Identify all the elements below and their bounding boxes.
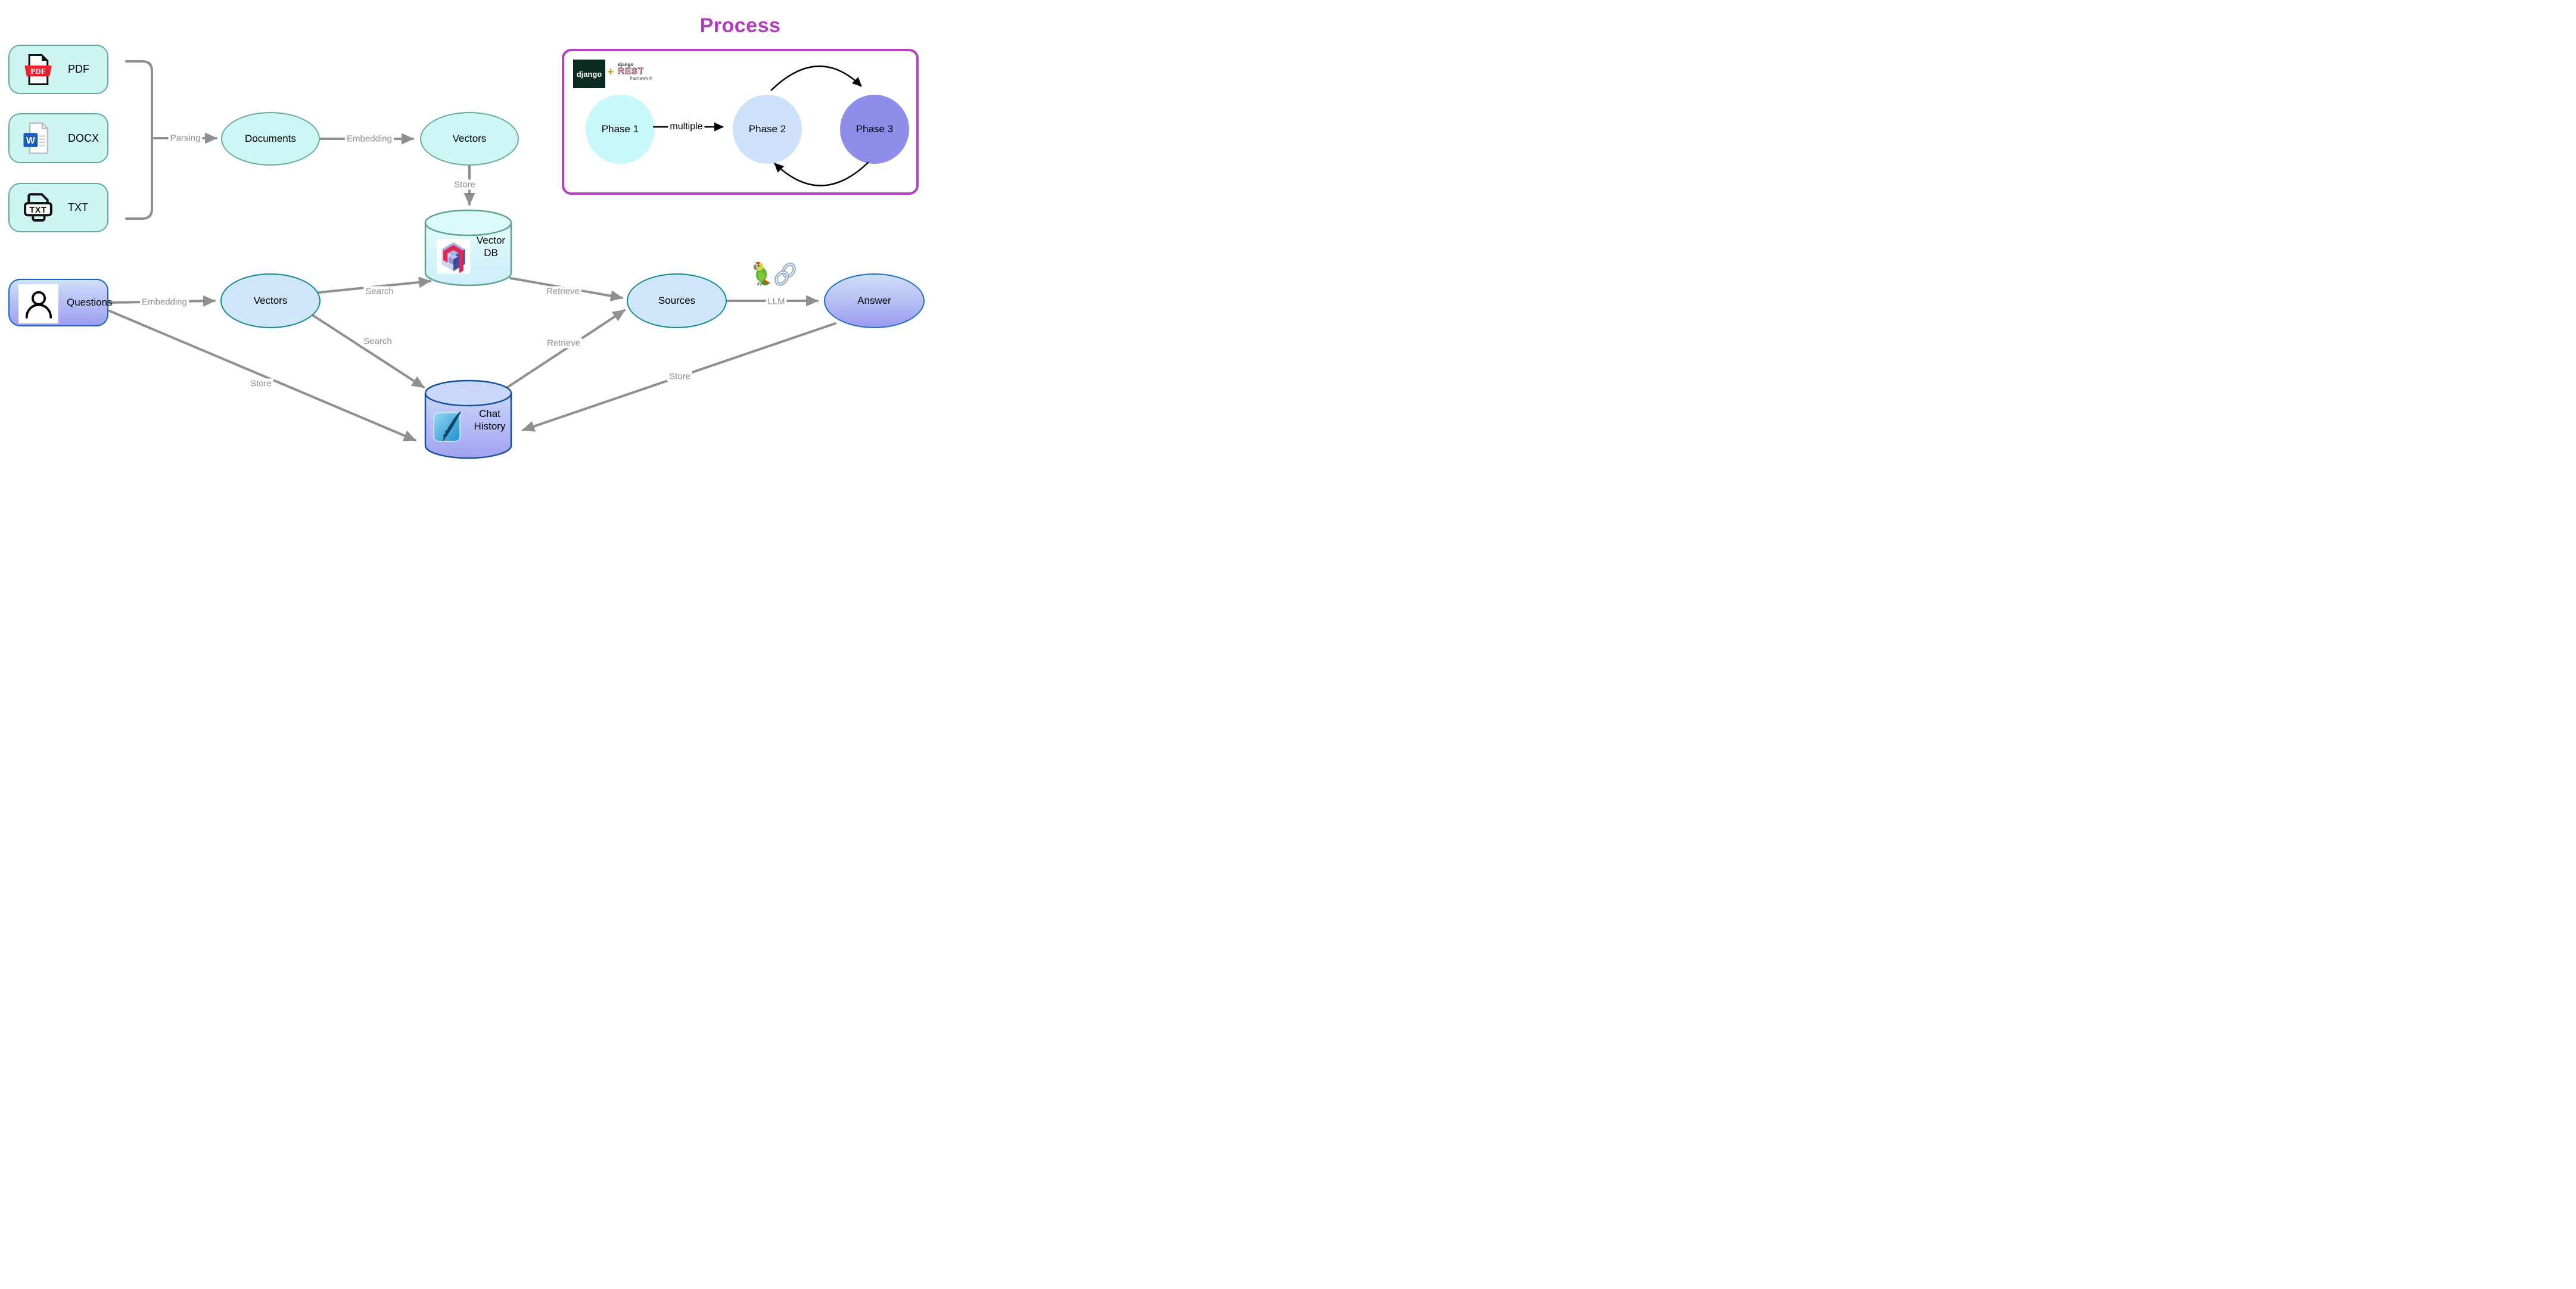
drf-logo-django: django: [618, 62, 634, 67]
embedding-top-edge-label: Embedding: [345, 133, 394, 144]
django-rest-framework-logo: django REST framework: [618, 62, 659, 81]
retrieve-lower-edge-label: Retrieve: [545, 338, 582, 348]
rag-architecture-diagram: Process django + django REST framework P…: [0, 0, 934, 468]
sqlite-logo: [433, 410, 464, 447]
phase-3-label: Phase 3: [855, 123, 894, 135]
vectors-bottom-node: Vectors: [220, 273, 321, 328]
multiple-edge-label: multiple: [668, 122, 705, 132]
chat-history-label-line2: History: [474, 421, 506, 432]
phase-2-label: Phase 2: [748, 123, 786, 135]
edge-store-questions: [108, 310, 416, 441]
file-box-txt: TXT TXT: [8, 183, 108, 232]
pdf-icon-badge: PDF: [30, 67, 45, 76]
store-vectors-edge-label: Store: [452, 179, 477, 190]
vectors-top-node: Vectors: [420, 112, 519, 166]
sources-label: Sources: [658, 295, 696, 306]
txt-icon-badge: TXT: [29, 204, 46, 214]
questions-node: Questions: [8, 279, 113, 326]
bracket-files: [125, 60, 171, 220]
file-label-txt: TXT: [68, 201, 88, 213]
vectors-top-label: Vectors: [452, 133, 487, 144]
answer-node: Answer: [824, 273, 925, 328]
user-icon: [18, 284, 58, 323]
file-box-pdf: PDF PDF: [8, 45, 108, 94]
vector-db-label-line2: DB: [484, 247, 498, 259]
phase-3-node: Phase 3: [840, 95, 909, 164]
phase-1-node: Phase 1: [586, 95, 655, 164]
chat-history-label-line1: Chat: [479, 408, 500, 419]
parrot-icon: [751, 261, 773, 290]
qdrant-logo: [437, 239, 470, 274]
vector-db-label-line1: Vector: [476, 235, 506, 246]
file-box-docx: W DOCX: [8, 113, 108, 163]
word-icon-badge: W: [26, 136, 35, 146]
process-title: Process: [699, 14, 781, 37]
phase-2-node: Phase 2: [733, 95, 802, 164]
phase-1-label: Phase 1: [601, 123, 639, 135]
drf-logo-framework: framework: [630, 76, 652, 81]
file-label-pdf: PDF: [68, 63, 89, 75]
answer-label: Answer: [857, 295, 891, 306]
edge-search-lower: [310, 313, 425, 388]
pdf-file-icon: PDF: [21, 53, 55, 86]
chat-history-label: Chat History: [468, 407, 512, 432]
store-answer-edge-label: Store: [667, 371, 692, 382]
drf-logo-rest: REST: [618, 66, 645, 76]
django-logo: django: [573, 60, 605, 88]
vector-db-label: Vector DB: [470, 234, 512, 259]
search-lower-edge-label: Search: [362, 336, 394, 347]
django-logo-text: django: [576, 69, 602, 79]
documents-label: Documents: [245, 133, 296, 144]
store-questions-edge-label: Store: [248, 378, 273, 389]
llm-edge-label: LLM: [766, 296, 787, 307]
vectors-bottom-label: Vectors: [253, 295, 288, 306]
sources-node: Sources: [627, 273, 727, 328]
file-label-docx: DOCX: [68, 132, 99, 144]
search-upper-edge-label: Search: [363, 286, 396, 297]
chat-history-node: Chat History: [424, 379, 513, 460]
parsing-edge-label: Parsing: [168, 133, 203, 144]
vector-db-node: Vector DB: [424, 208, 513, 287]
process-panel: django + django REST framework Phase 1 P…: [562, 49, 919, 195]
plus-icon: +: [607, 66, 614, 79]
edge-retrieve-lower: [505, 309, 626, 390]
chain-link-icon: [773, 262, 797, 290]
embedding-bottom-edge-label: Embedding: [140, 297, 189, 307]
documents-node: Documents: [221, 112, 320, 166]
txt-file-icon: TXT: [21, 191, 55, 225]
retrieve-upper-edge-label: Retrieve: [545, 286, 581, 297]
word-file-icon: W: [21, 122, 55, 155]
questions-label: Questions: [67, 297, 113, 308]
langchain-logo: [751, 261, 797, 290]
